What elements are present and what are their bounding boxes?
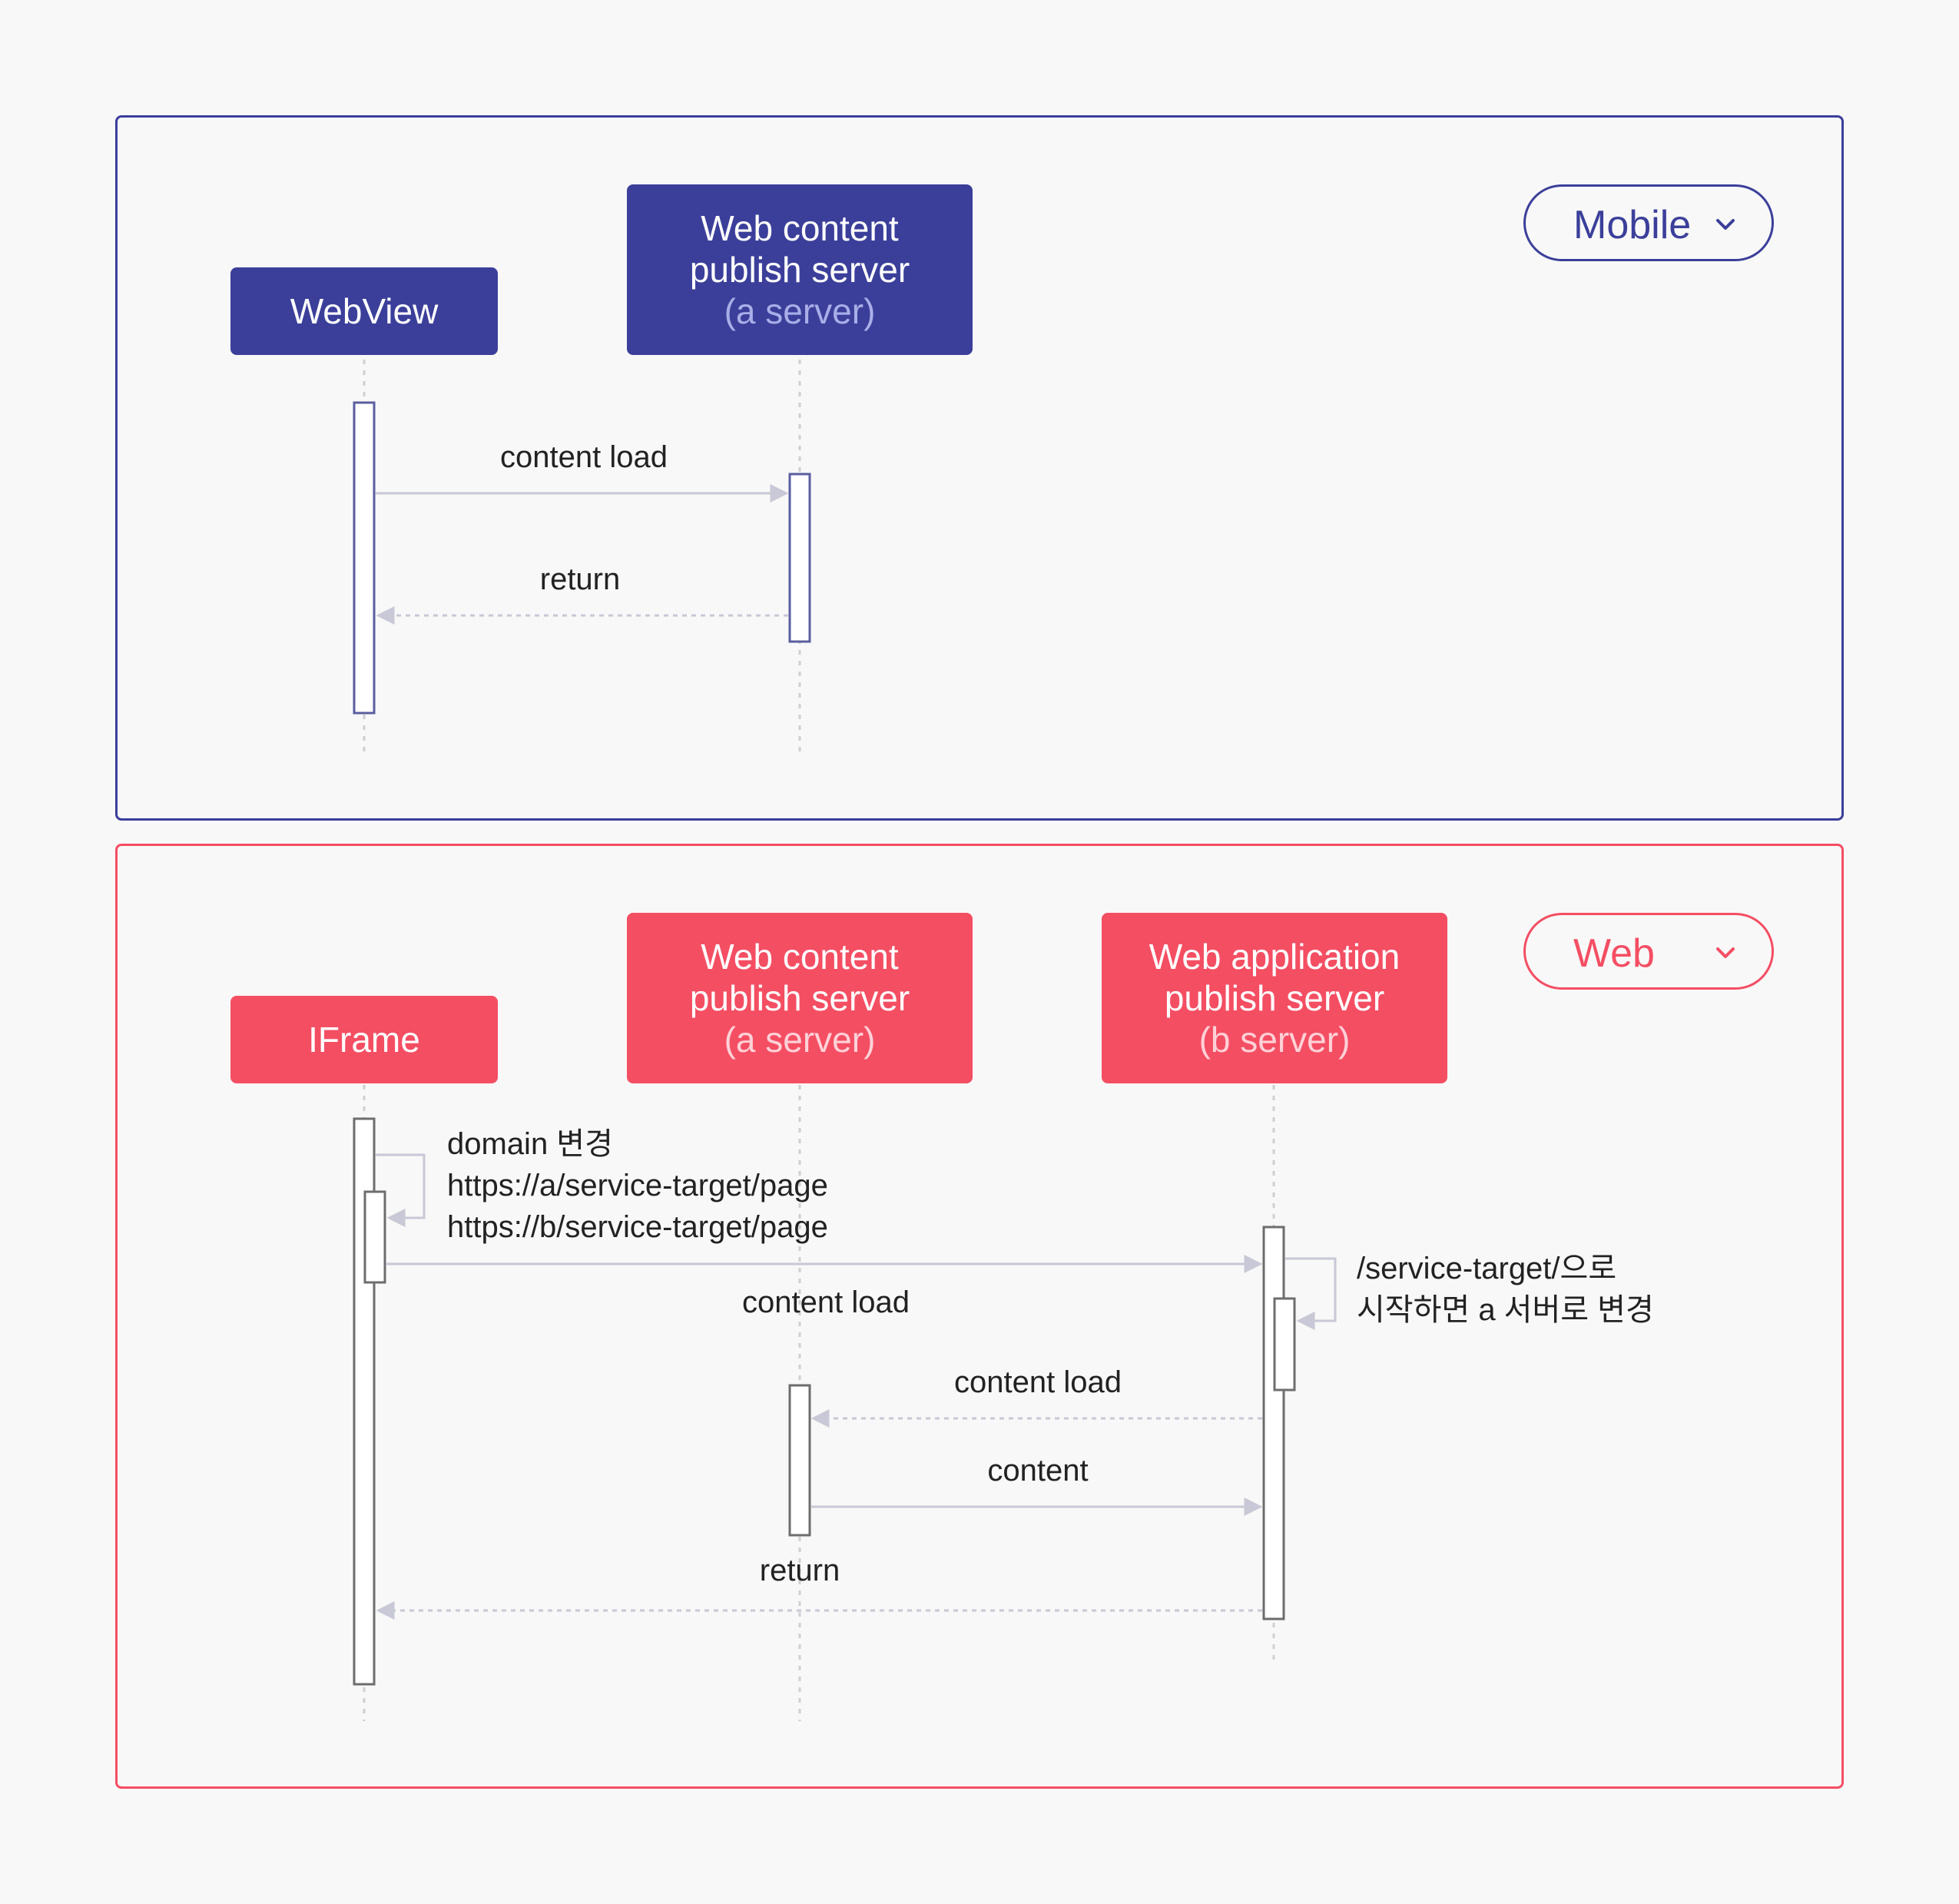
app-server-line2: publish server	[1164, 978, 1385, 1018]
domain-change-note: domain 변경 https://a/service-target/page …	[447, 1123, 828, 1248]
redirect-note-line1: /service-target/으로	[1357, 1252, 1617, 1285]
web-content-server-line3: (a server)	[724, 1020, 876, 1060]
mobile-platform-dropdown[interactable]: Mobile	[1523, 184, 1774, 261]
web-content-load-to-a-label: content load	[954, 1365, 1122, 1399]
mobile-content-server-line1: Web content	[701, 208, 899, 248]
mobile-content-server-line3: (a server)	[724, 291, 876, 331]
web-dropdown-label: Web	[1573, 931, 1655, 976]
mobile-return-label: return	[539, 562, 621, 596]
app-server-self-call	[1285, 1257, 1337, 1330]
mobile-content-load-label: content load	[500, 440, 668, 474]
domain-change-line2: https://a/service-target/page	[447, 1169, 828, 1202]
mobile-dropdown-label: Mobile	[1573, 203, 1692, 247]
iframe-label: IFrame	[308, 1020, 420, 1060]
app-server-activation	[1262, 1226, 1285, 1620]
app-server-actor: Web application publish server (b server…	[1102, 913, 1447, 1083]
app-server-line1: Web application	[1149, 937, 1400, 977]
webview-actor: WebView	[230, 267, 498, 355]
web-server-activation	[788, 1384, 811, 1537]
web-content-server-line2: publish server	[689, 978, 910, 1018]
web-panel	[115, 844, 1844, 1789]
web-content-label: content	[987, 1454, 1089, 1488]
web-content-server-line1: Web content	[701, 937, 899, 977]
app-server-nested-activation	[1273, 1297, 1296, 1392]
domain-change-line1: domain 변경	[447, 1127, 613, 1161]
iframe-actor: IFrame	[230, 996, 498, 1083]
web-platform-dropdown[interactable]: Web	[1523, 913, 1774, 990]
web-content-server-actor: Web content publish server (a server)	[627, 913, 973, 1083]
mobile-content-server-line2: publish server	[689, 250, 910, 290]
mobile-content-server-actor: Web content publish server (a server)	[627, 184, 973, 355]
iframe-nested-activation	[363, 1190, 386, 1284]
webview-activation	[353, 401, 376, 715]
web-content-load-to-b-label: content load	[742, 1285, 910, 1319]
redirect-note: /service-target/으로 시작하면 a 서버로 변경	[1357, 1248, 1654, 1331]
chevron-down-icon	[1716, 219, 1735, 230]
web-return-label: return	[759, 1554, 840, 1587]
app-server-line3: (b server)	[1198, 1020, 1351, 1060]
iframe-self-call	[376, 1153, 426, 1227]
domain-change-line3: https://b/service-target/page	[447, 1210, 828, 1244]
redirect-note-line2: 시작하면 a 서버로 변경	[1357, 1293, 1654, 1327]
chevron-down-icon	[1716, 947, 1735, 958]
mobile-panel	[115, 115, 1844, 821]
mobile-server-activation	[788, 473, 811, 643]
webview-label: WebView	[290, 291, 439, 331]
